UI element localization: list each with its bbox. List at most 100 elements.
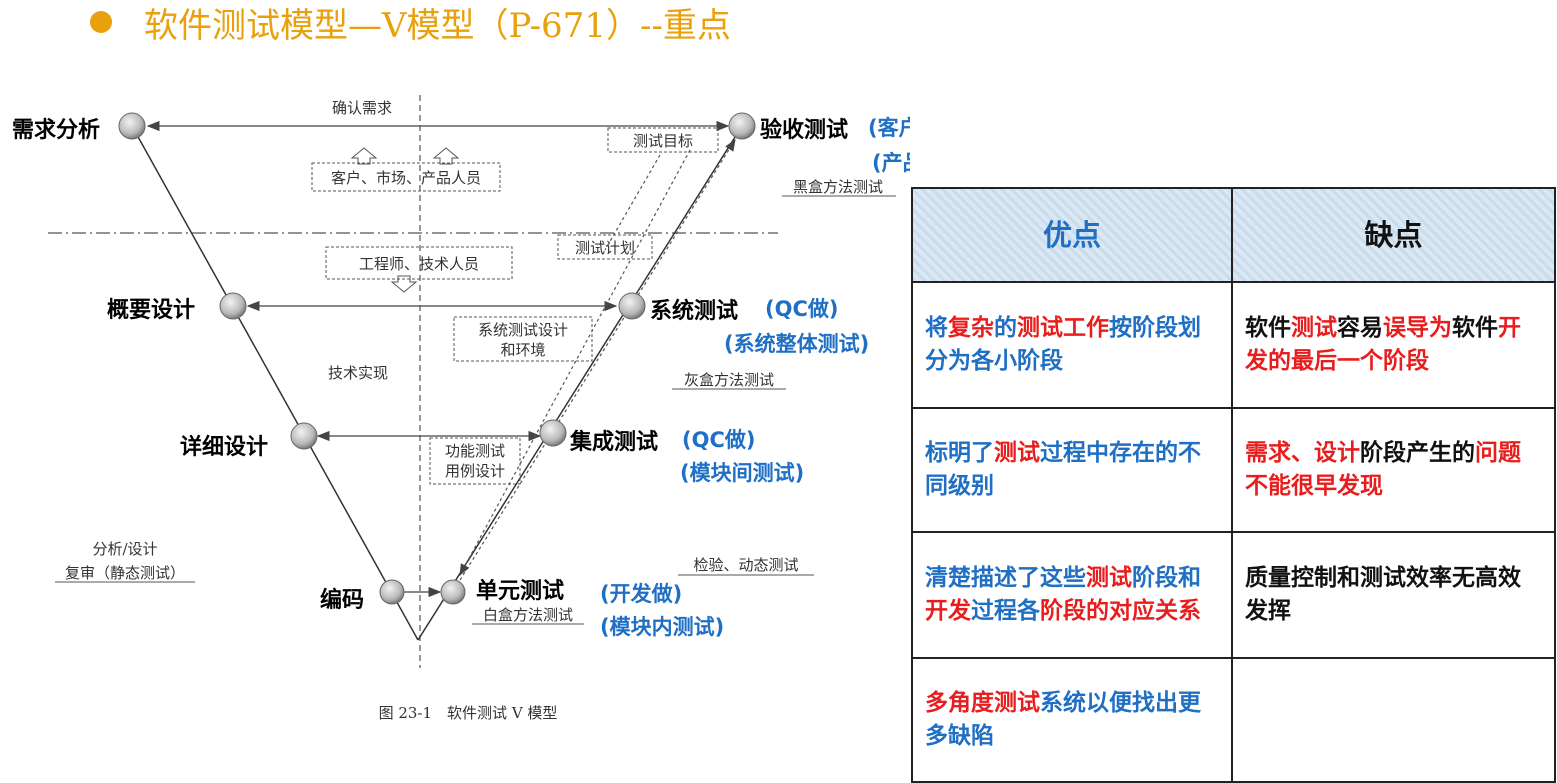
highlight-text: 阶段的对应关系 <box>1040 598 1201 624</box>
label-inspection: 检验、动态测试 <box>693 556 798 574</box>
role-integration-kind: (模块间测试) <box>680 461 804 485</box>
highlight-text: 复杂 <box>948 315 994 341</box>
cell-text: 阶段和 <box>1132 565 1201 591</box>
pro-cell: 标明了测试过程中存在的不同级别 <box>911 407 1233 533</box>
cell-text: 将 <box>925 315 948 341</box>
stage-acceptance-test: 验收测试 <box>760 117 848 143</box>
con-cell: 软件测试容易误导为软件开发的最后一个阶段 <box>1231 281 1556 409</box>
highlight-text: 多角度测试 <box>925 690 1040 716</box>
label-test-plan: 测试计划 <box>575 239 635 257</box>
highlight-text: 开发的最后一个阶段 <box>1245 315 1521 374</box>
node-integration-test-icon <box>539 419 567 447</box>
header-pros: 优点 <box>911 187 1233 283</box>
table-row: 标明了测试过程中存在的不同级别 需求、设计阶段产生的问题不能很早发现 <box>911 407 1556 533</box>
pro-cell: 将复杂的测试工作按阶段划分为各小阶段 <box>911 281 1233 409</box>
label-analysis-2: 复审（静态测试） <box>65 564 185 582</box>
label-func-test-2: 用例设计 <box>445 462 505 480</box>
con-cell: 需求、设计阶段产生的问题不能很早发现 <box>1231 407 1556 533</box>
con-cell: 质量控制和测试效率无高效发挥 <box>1231 531 1556 659</box>
box-engineers <box>325 246 513 280</box>
slide-title-text: 软件测试模型—V模型（P-671）--重点 <box>144 5 731 46</box>
role-acceptance-by: (客户做) <box>868 116 910 140</box>
box-customers <box>311 162 501 192</box>
v-left-arm <box>131 125 419 641</box>
table-row: 多角度测试系统以便找出更多缺陷 <box>911 657 1556 783</box>
cell-text: 软件 <box>1452 315 1498 341</box>
pro-cell: 多角度测试系统以便找出更多缺陷 <box>911 657 1233 783</box>
dotted-arrow-goal-unit <box>459 149 691 577</box>
cell-text: 系统以便找出更多缺陷 <box>925 690 1201 749</box>
label-test-goal: 测试目标 <box>633 132 693 150</box>
cell-text: 软件 <box>1245 315 1291 341</box>
cell-text: 标明了 <box>925 440 994 466</box>
pros-cons-table: 优点 缺点 将复杂的测试工作按阶段划分为各小阶段 软件测试容易误导为软件开发的最… <box>911 187 1556 783</box>
node-system-test-icon <box>618 292 646 320</box>
label-system-test-design-2: 和环境 <box>500 341 545 359</box>
cell-text: 按阶段划分为各小阶段 <box>925 315 1201 374</box>
highlight-text: 需求、设计 <box>1245 440 1360 466</box>
stage-high-level-design: 概要设计 <box>107 297 195 323</box>
node-requirements-icon <box>118 112 146 140</box>
table-header-row: 优点 缺点 <box>911 187 1556 283</box>
role-unit-kind: (模块内测试) <box>600 615 724 639</box>
cell-text: 容易 <box>1337 315 1383 341</box>
label-tech-impl: 技术实现 <box>328 364 388 382</box>
v-right-arm <box>417 125 743 641</box>
box-system-test-design <box>453 316 593 362</box>
role-system-by: (QC做) <box>765 297 838 321</box>
label-gray-box: 灰盒方法测试 <box>684 371 774 389</box>
pro-cell: 清楚描述了这些测试阶段和开发过程各阶段的对应关系 <box>911 531 1233 659</box>
cell-text: 过程中存在的不同级别 <box>925 440 1201 499</box>
label-black-box: 黑盒方法测试 <box>793 178 883 196</box>
label-confirm-requirements: 确认需求 <box>332 99 392 117</box>
dotted-line-goal-plan <box>604 154 661 251</box>
stage-detailed-design: 详细设计 <box>180 434 268 460</box>
stage-requirements: 需求分析 <box>12 118 100 143</box>
label-engineers: 工程师、技术人员 <box>359 255 479 273</box>
box-test-plan <box>557 234 653 260</box>
cell-text: 过程各 <box>971 598 1040 624</box>
table-row: 清楚描述了这些测试阶段和开发过程各阶段的对应关系 质量控制和测试效率无高效发挥 <box>911 531 1556 659</box>
role-acceptance-kind: (产品测试) <box>872 151 910 175</box>
bullet-dot-icon <box>90 11 112 33</box>
up-arrow-right-icon <box>432 147 460 165</box>
stage-coding: 编码 <box>320 587 364 613</box>
stage-integration-test: 集成测试 <box>569 429 658 455</box>
table-row: 将复杂的测试工作按阶段划分为各小阶段 软件测试容易误导为软件开发的最后一个阶段 <box>911 281 1556 409</box>
stage-system-test: 系统测试 <box>650 298 738 324</box>
cell-text: 阶段产生的 <box>1360 440 1475 466</box>
role-integration-by: (QC做) <box>682 428 755 452</box>
label-func-test-1: 功能测试 <box>445 442 505 460</box>
down-arrow-icon <box>390 275 418 293</box>
highlight-text: 开发 <box>925 598 971 624</box>
highlight-text: 测试工作 <box>1017 315 1109 341</box>
box-test-goal <box>607 127 719 153</box>
cell-text: 的 <box>994 315 1017 341</box>
label-system-test-design-1: 系统测试设计 <box>478 321 568 339</box>
node-unit-test-icon <box>440 579 466 605</box>
dotted-arrow-unit-acceptance <box>459 138 736 581</box>
con-cell <box>1231 657 1556 783</box>
cell-text: 清楚描述了这些 <box>925 565 1086 591</box>
up-arrow-left-icon <box>350 147 378 165</box>
highlight-text: 问题不能很早发现 <box>1245 440 1521 499</box>
role-system-kind: (系统整体测试) <box>724 332 869 356</box>
node-high-level-design-icon <box>219 292 247 320</box>
figure-caption: 图 23-1 软件测试 V 模型 <box>379 704 558 722</box>
highlight-text: 测试 <box>994 440 1040 466</box>
node-acceptance-test-icon <box>728 112 756 140</box>
v-model-diagram: 确认需求 测试目标 客户、市场、产品人员 黑盒方法测试 测试计划 工程师、技术人… <box>12 95 910 722</box>
label-customers: 客户、市场、产品人员 <box>331 169 481 187</box>
highlight-text: 测试 <box>1291 315 1337 341</box>
stage-unit-test: 单元测试 <box>476 579 564 604</box>
box-function-test <box>429 437 521 485</box>
node-detailed-design-icon <box>290 422 318 450</box>
highlight-text: 误导为 <box>1383 315 1452 341</box>
label-analysis-1: 分析/设计 <box>92 540 157 558</box>
role-unit-by: (开发做) <box>600 582 682 606</box>
highlight-text: 测试 <box>1086 565 1132 591</box>
header-cons: 缺点 <box>1231 187 1556 283</box>
node-coding-icon <box>379 579 405 605</box>
label-white-box: 白盒方法测试 <box>483 606 573 624</box>
cell-text: 质量控制和测试效率无高效发挥 <box>1245 565 1521 624</box>
